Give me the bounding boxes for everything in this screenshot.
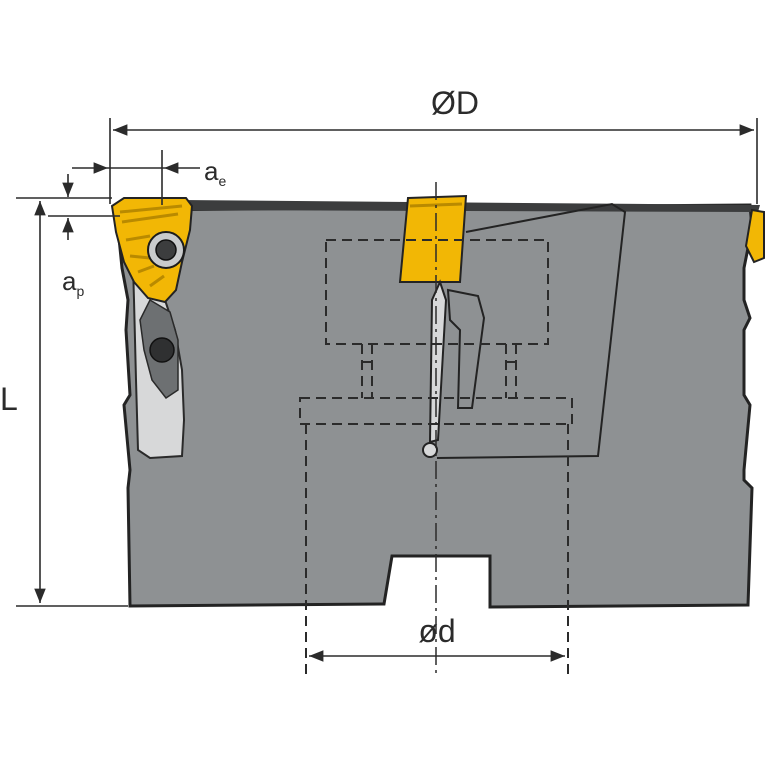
hidden-lines <box>299 239 573 680</box>
length-label: L <box>0 381 18 417</box>
left-insert-chipbreaker <box>119 204 183 288</box>
clamp-screw-lower <box>149 337 175 363</box>
insert-screw-head <box>155 239 177 261</box>
middle-insert <box>398 194 468 283</box>
ae-label-main: a <box>204 156 219 186</box>
ap-label: ap <box>62 266 84 299</box>
ae-label: ae <box>204 156 226 189</box>
right-insert <box>744 208 765 264</box>
ap-label-main: a <box>62 266 77 296</box>
ae-label-sub: e <box>218 173 226 189</box>
outer-diameter-label: ØD <box>431 85 479 121</box>
top-rim <box>180 200 760 212</box>
bore-diameter-label: ød <box>418 613 455 649</box>
ap-label-sub: p <box>76 283 84 299</box>
clamp-lever <box>446 288 486 409</box>
dimension-lines <box>16 118 758 662</box>
clamp-pin <box>428 279 448 444</box>
pocket-wedge <box>436 202 627 459</box>
